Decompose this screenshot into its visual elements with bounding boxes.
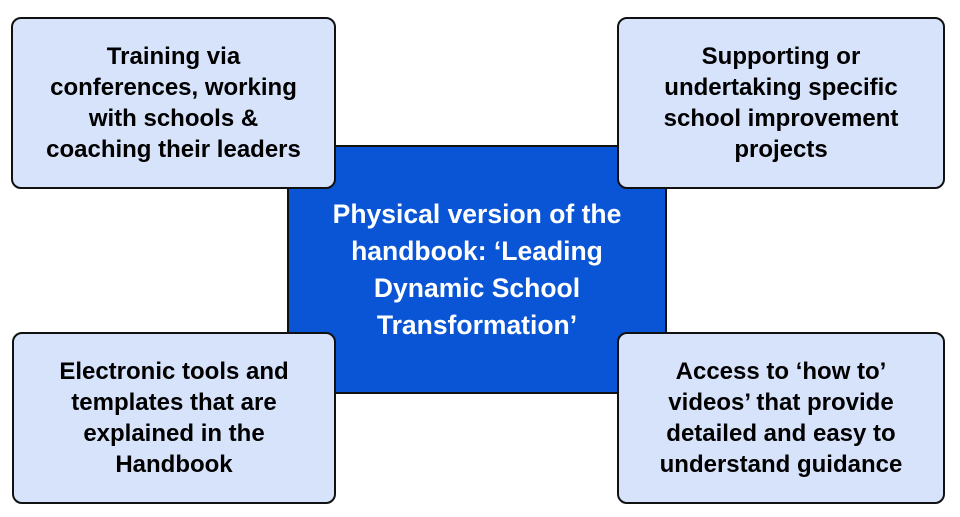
box-training-text: Training via conferences, working with s… [46,43,301,163]
box-training: Training via conferences, working with s… [11,17,336,189]
box-electronic-tools-text: Electronic tools and templates that are … [59,358,289,478]
box-electronic-tools: Electronic tools and templates that are … [12,332,336,504]
box-how-to-videos-text: Access to ‘how to’ videos’ that provide … [659,358,903,478]
box-how-to-videos: Access to ‘how to’ videos’ that provide … [617,332,945,504]
center-box-text: Physical version of the handbook: ‘Leadi… [332,198,622,340]
center-box-handbook: Physical version of the handbook: ‘Leadi… [287,145,667,394]
box-supporting-projects-text: Supporting or undertaking specific schoo… [663,43,899,163]
box-supporting-projects: Supporting or undertaking specific schoo… [617,17,945,189]
